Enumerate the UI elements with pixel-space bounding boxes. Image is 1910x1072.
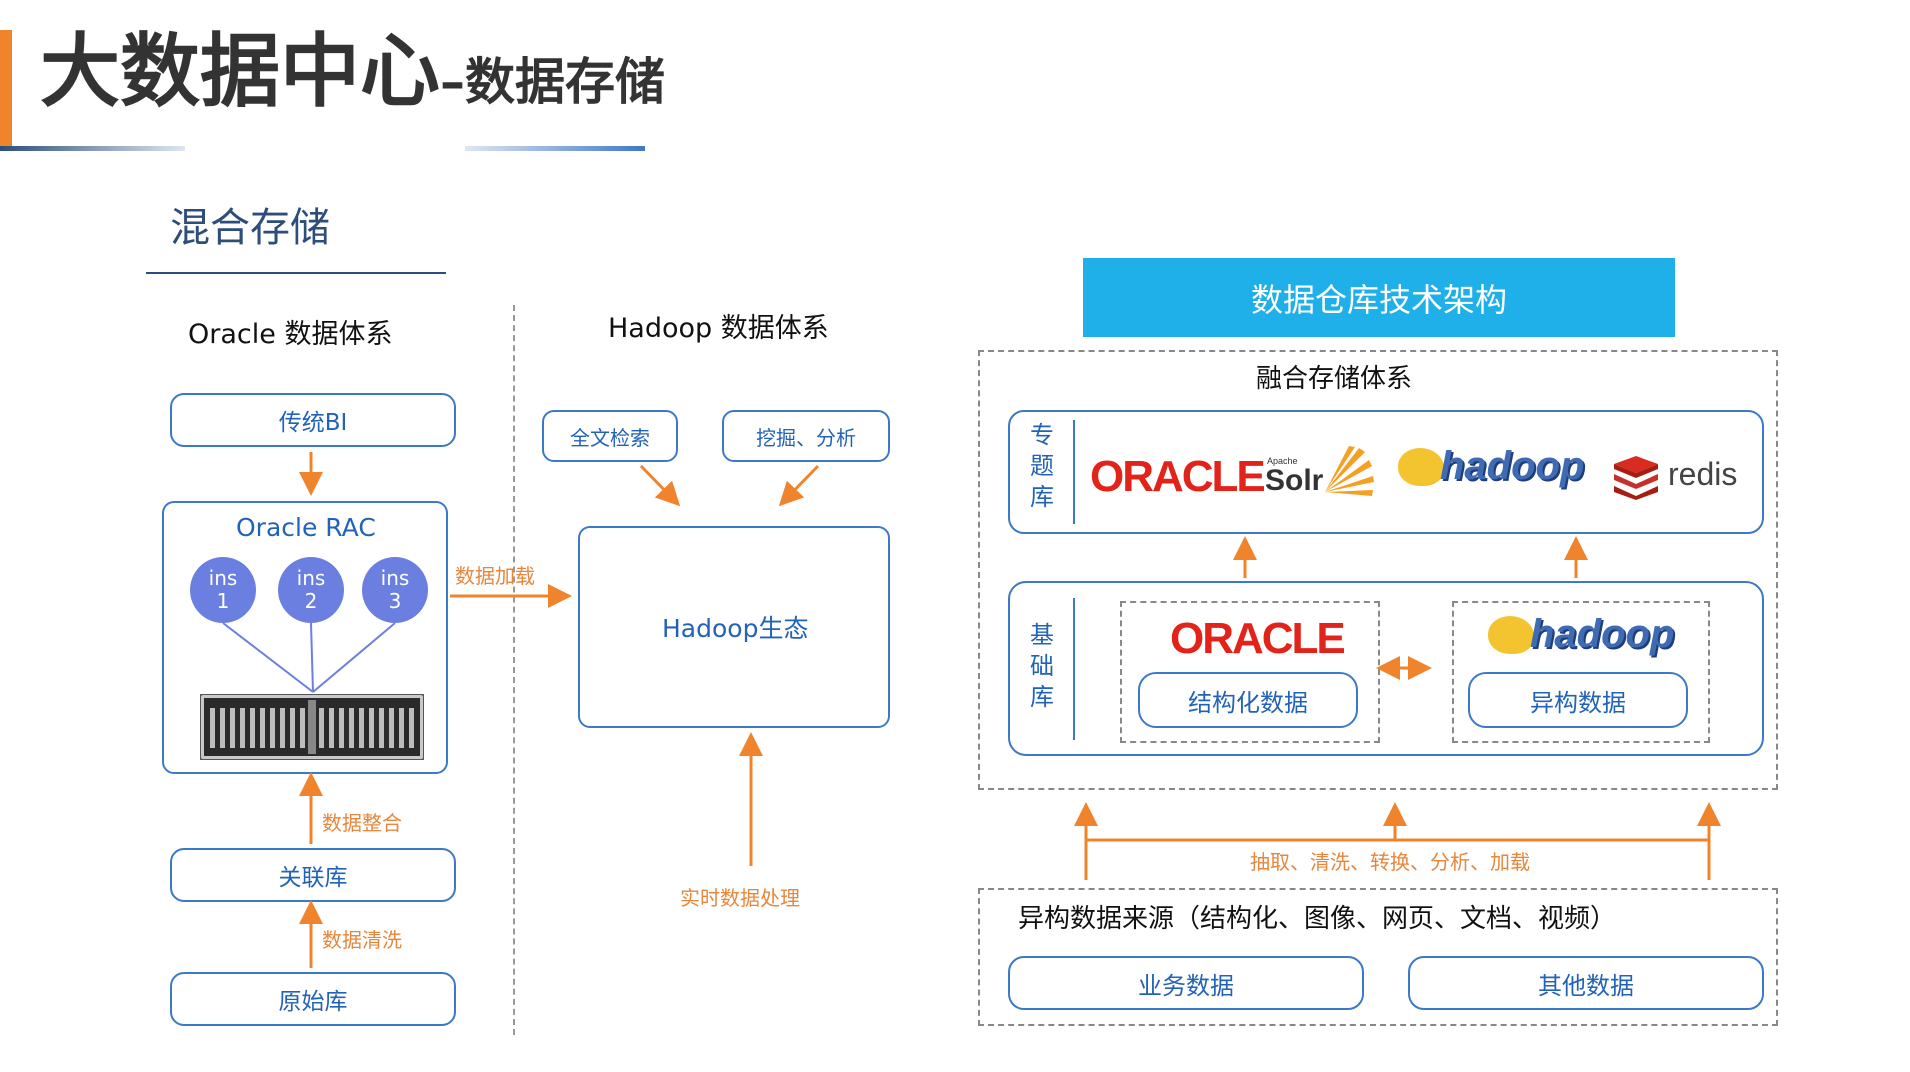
instance-node-3: ins 3 <box>362 557 428 623</box>
raw-db-node: 原始库 <box>170 972 456 1026</box>
hadoop-logo-base-text: hadoop <box>1530 612 1675 656</box>
heterogeneous-node: 异构数据 <box>1468 672 1688 728</box>
load-label: 数据加载 <box>455 564 535 588</box>
page-title-main: 大数据中心 <box>40 25 440 118</box>
integrate-label: 数据整合 <box>322 811 402 835</box>
mining-node: 挖掘、分析 <box>722 410 890 462</box>
clean-label: 数据清洗 <box>322 928 402 952</box>
realtime-label: 实时数据处理 <box>680 886 800 910</box>
structured-node: 结构化数据 <box>1138 672 1358 728</box>
oracle-logo-base: ORACLE <box>1170 614 1346 663</box>
sources-frame <box>978 888 1778 1026</box>
system-divider <box>513 305 515 1035</box>
solr-apache-text: Apache <box>1267 456 1298 466</box>
instance-1-line1: ins <box>208 566 238 590</box>
instance-3-line2: 3 <box>388 589 402 613</box>
section-underline <box>146 272 446 274</box>
hadoop-elephant-icon <box>1398 448 1444 486</box>
base-layer-divider <box>1073 598 1075 740</box>
solr-logo: Apache Solr <box>1265 446 1375 502</box>
oracle-logo-topic: ORACLE <box>1090 452 1266 501</box>
heterogeneous-frame <box>1452 601 1710 743</box>
instance-3-line1: ins <box>380 566 410 590</box>
hadoop-logo-base: hadoop <box>1488 608 1674 668</box>
page-title: 大数据中心–数据存储 <box>40 28 665 116</box>
section-title: 混合存储 <box>170 205 330 251</box>
business-data-node: 业务数据 <box>1008 956 1364 1010</box>
topic-layer-label: 专题库 <box>1030 421 1054 512</box>
solr-text: Solr <box>1265 464 1324 497</box>
hadoop-eco-label: Hadoop生态 <box>662 614 809 643</box>
arrow-mining-to-eco <box>778 464 820 507</box>
dw-header: 数据仓库技术架构 <box>1083 258 1675 337</box>
title-underline-right <box>465 146 645 151</box>
oracle-rac-label: Oracle RAC <box>236 513 376 542</box>
redis-logo: redis <box>1612 452 1752 502</box>
instance-2-line2: 2 <box>304 589 318 613</box>
arrow-search-to-eco <box>639 464 681 507</box>
sources-title: 异构数据来源（结构化、图像、网页、文档、视频） <box>1018 904 1617 934</box>
instance-node-1: ins 1 <box>190 557 256 623</box>
instance-node-2: ins 2 <box>278 557 344 623</box>
process-label: 抽取、清洗、转换、分析、加载 <box>1250 850 1530 874</box>
instance-connectors <box>222 622 396 693</box>
hadoop-eco-box <box>578 526 890 728</box>
hadoop-system-label: Hadoop 数据体系 <box>608 313 829 344</box>
instance-1-line2: 1 <box>216 589 230 613</box>
storage-server-icon <box>200 694 424 760</box>
instance-2-line1: ins <box>296 566 326 590</box>
title-accent-bar <box>0 30 12 148</box>
search-node: 全文检索 <box>542 410 678 462</box>
oracle-system-label: Oracle 数据体系 <box>188 319 393 350</box>
title-underline-left <box>0 146 185 151</box>
redis-cube-icon <box>1614 456 1658 500</box>
fusion-label: 融合存储体系 <box>1256 364 1413 394</box>
topic-layer-divider <box>1073 420 1075 524</box>
hadoop-elephant-base-icon <box>1488 616 1534 654</box>
bi-node: 传统BI <box>170 393 456 447</box>
solr-sun-icon <box>1325 446 1374 496</box>
other-data-node: 其他数据 <box>1408 956 1764 1010</box>
page-title-sub: –数据存储 <box>440 53 665 111</box>
hadoop-logo-topic-text: hadoop <box>1440 444 1585 488</box>
hadoop-logo-topic: hadoop <box>1398 440 1584 500</box>
fusion-frame <box>978 350 1778 790</box>
base-layer-label: 基础库 <box>1030 621 1054 712</box>
assoc-db-node: 关联库 <box>170 848 456 902</box>
redis-text: redis <box>1668 456 1738 492</box>
